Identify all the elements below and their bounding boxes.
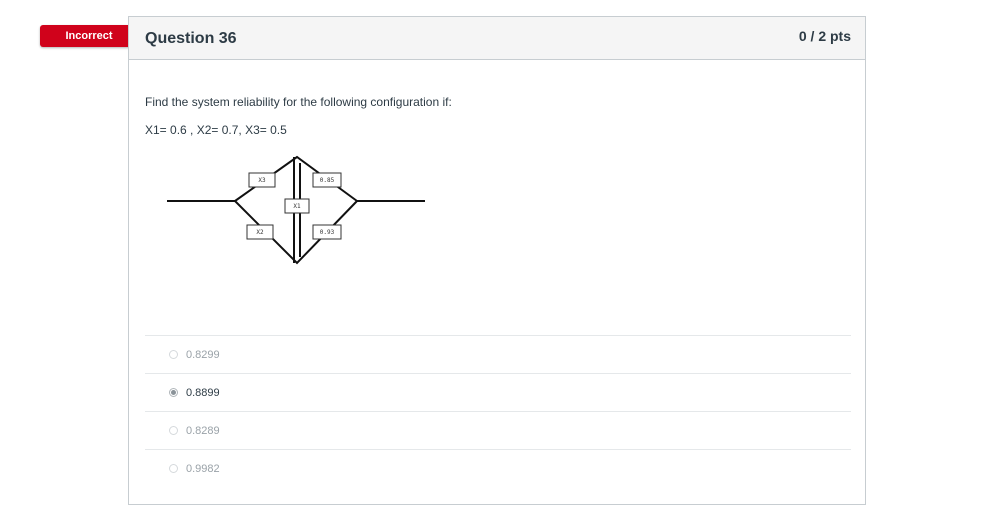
answer-label: 0.8899 [186, 386, 220, 399]
radio-button[interactable] [169, 350, 178, 359]
box-093 [312, 224, 342, 240]
answer-list: 0.8299 0.8899 0.8289 0.9982 [145, 335, 851, 487]
box-x1 [284, 198, 310, 214]
answer-option[interactable]: 0.8299 [145, 335, 851, 373]
question-text: Find the system reliability for the foll… [145, 95, 452, 109]
label-x1: X1 [293, 203, 301, 210]
status-badge: Incorrect [40, 25, 145, 47]
answer-label: 0.9982 [186, 462, 220, 475]
label-085: 0.85 [320, 177, 335, 184]
radio-button[interactable] [169, 388, 178, 397]
question-values: X1= 0.6 , X2= 0.7, X3= 0.5 [145, 123, 287, 137]
answer-option[interactable]: 0.8899 [145, 373, 851, 411]
radio-button[interactable] [169, 464, 178, 473]
question-header: Question 36 0 / 2 pts [129, 17, 865, 60]
label-x2: X2 [256, 229, 264, 236]
reliability-diagram: X3 0.85 X1 X2 0.93 [167, 155, 425, 265]
answer-option[interactable]: 0.8289 [145, 411, 851, 449]
answer-label: 0.8299 [186, 348, 220, 361]
label-x3: X3 [258, 177, 266, 184]
box-085 [312, 172, 342, 188]
box-x3 [248, 172, 276, 188]
diamond-bottom [234, 200, 358, 265]
box-x2 [246, 224, 274, 240]
question-points: 0 / 2 pts [798, 28, 851, 44]
label-093: 0.93 [320, 229, 335, 236]
radio-button[interactable] [169, 426, 178, 435]
answer-option[interactable]: 0.9982 [145, 449, 851, 487]
question-card: Question 36 0 / 2 pts Find the system re… [128, 16, 866, 505]
answer-label: 0.8289 [186, 424, 220, 437]
question-title: Question 36 [145, 30, 237, 47]
